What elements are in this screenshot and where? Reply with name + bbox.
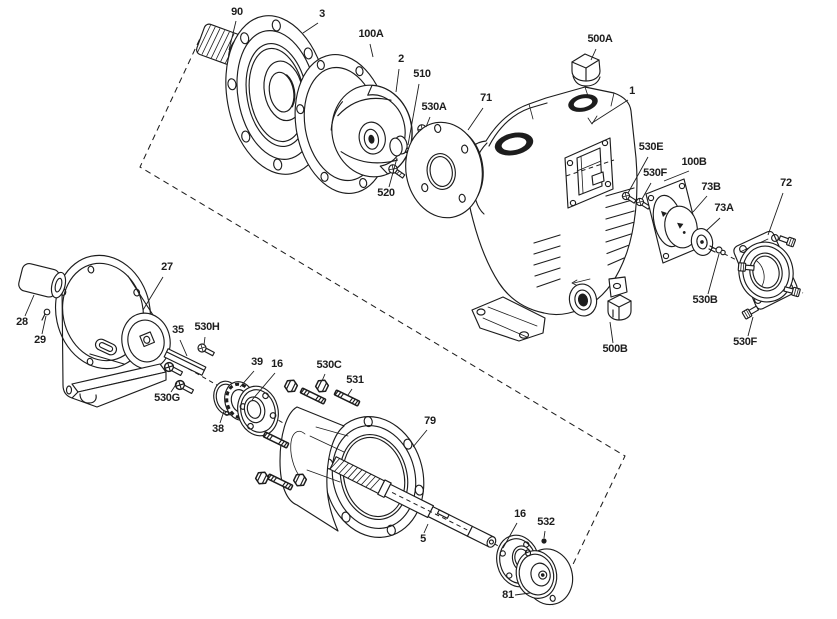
leader-line-510 — [407, 83, 420, 146]
part-label-530e: 530E — [639, 141, 664, 153]
part-16-bearing-front — [237, 385, 279, 437]
part-label-100b: 100B — [681, 156, 706, 168]
part-500b-plug — [607, 294, 632, 321]
boundary-dashed-line — [139, 29, 626, 607]
part-labels: 90 3 100A 2 510 530A 71 500A 1 520 530E 530F 100B 73B… — [16, 6, 792, 601]
part-label-530g: 530G — [154, 392, 180, 404]
leader-line-2 — [395, 68, 400, 93]
leader-line-81 — [514, 592, 531, 596]
part-label-27: 27 — [161, 261, 173, 273]
part-label-500b: 500B — [602, 343, 627, 355]
leader-line-35 — [179, 339, 188, 357]
part-71-seal-plate — [405, 121, 484, 219]
part-530g-screws — [163, 361, 195, 395]
leader-line-28 — [24, 294, 35, 317]
leader-line-38 — [219, 410, 225, 424]
part-label-100a: 100A — [358, 28, 383, 40]
leader-line-39 — [239, 370, 255, 388]
part-5-shaft — [329, 456, 497, 548]
leader-line-530a — [425, 116, 431, 128]
part-label-73b: 73B — [701, 181, 721, 193]
leader-line-27 — [142, 276, 164, 311]
part-label-73a: 73A — [714, 202, 734, 214]
leader-line-5 — [423, 523, 429, 534]
part-label-530h: 530H — [194, 321, 219, 333]
part-label-16b: 16 — [514, 508, 526, 520]
part-73b-flapper — [664, 205, 698, 249]
part-530f-bolts — [737, 235, 801, 320]
part-label-28: 28 — [16, 316, 28, 328]
part-label-5: 5 — [420, 533, 426, 545]
leader-line-531 — [347, 388, 353, 396]
part-532-plug — [541, 538, 547, 544]
leader-line-530f1 — [641, 182, 652, 200]
part-label-530f2: 530F — [733, 336, 757, 348]
part-label-35: 35 — [172, 324, 184, 336]
leader-line-500a — [590, 48, 597, 61]
leader-line-29 — [41, 315, 47, 335]
leader-line-520 — [388, 157, 398, 188]
part-530b-screw — [715, 246, 726, 256]
leader-line-16a — [251, 372, 276, 401]
part-531-studs — [262, 387, 361, 491]
part-29-pin — [41, 308, 51, 321]
leader-line-530b — [707, 253, 720, 295]
part-81-bearing-cap — [515, 548, 574, 606]
part-label-81: 81 — [502, 589, 514, 601]
part-label-500a: 500A — [587, 33, 612, 45]
leader-line-530e — [627, 156, 649, 194]
leader-line-73b — [692, 195, 708, 213]
leader-line-530c — [321, 373, 326, 382]
part-label-1: 1 — [629, 85, 635, 97]
part-27-pedestal — [54, 254, 171, 408]
part-label-530c: 530C — [316, 359, 341, 371]
leader-line-72 — [767, 192, 784, 236]
leader-line-530h — [203, 336, 206, 346]
leader-line-16b — [502, 522, 518, 549]
part-35-key — [163, 348, 207, 376]
leader-line-71 — [467, 107, 484, 131]
part-label-72: 72 — [780, 177, 792, 189]
part-520-washers — [389, 135, 408, 157]
leader-line-530f2 — [747, 316, 754, 337]
leader-line-500b — [609, 321, 614, 344]
part-label-510: 510 — [413, 68, 431, 80]
part-label-29: 29 — [34, 334, 46, 346]
part-label-2: 2 — [398, 53, 404, 65]
part-label-530b: 530B — [692, 294, 717, 306]
part-500a-plug — [571, 53, 601, 87]
part-label-90: 90 — [231, 6, 243, 18]
part-label-38: 38 — [212, 423, 224, 435]
leader-line-1 — [591, 99, 629, 124]
part-label-531: 531 — [346, 374, 364, 386]
part-label-530a: 530A — [421, 101, 446, 113]
part-530c-nuts — [254, 379, 330, 487]
part-530h-screw — [197, 343, 215, 357]
leader-line-90 — [228, 20, 237, 51]
leader-line-532 — [543, 530, 546, 539]
leader-line-79 — [412, 429, 428, 448]
part-label-530f1: 530F — [643, 167, 667, 179]
part-28-sleeve — [18, 263, 67, 299]
part-label-39: 39 — [251, 356, 263, 368]
leader-line-100b — [663, 170, 690, 182]
part-label-532: 532 — [537, 516, 555, 528]
part-label-3: 3 — [319, 8, 325, 20]
part-label-16a: 16 — [271, 358, 283, 370]
leader-line-3 — [302, 22, 319, 34]
part-label-79: 79 — [424, 415, 436, 427]
leader-line-100a — [369, 43, 374, 58]
part-72-flange — [733, 230, 801, 320]
part-label-520: 520 — [377, 187, 395, 199]
leader-line-530g — [170, 382, 178, 393]
part-label-71: 71 — [480, 92, 492, 104]
leader-line-73a — [705, 217, 721, 232]
part-73a-disc — [690, 228, 717, 256]
